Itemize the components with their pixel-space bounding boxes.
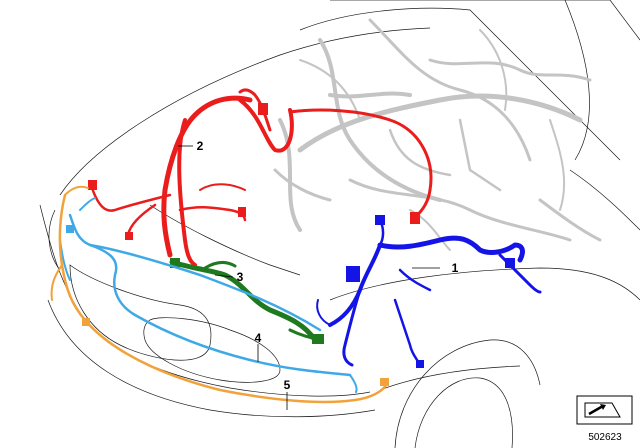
wheel-arch [394, 339, 541, 448]
car-body-outline [39, 0, 640, 448]
lower-side-line [379, 365, 521, 391]
blue-connector-block [346, 266, 360, 282]
a-pillar [564, 0, 590, 161]
rear-deck-line [569, 169, 640, 231]
red-connector-side [238, 207, 246, 217]
orange-connector-lower [82, 318, 90, 326]
orange-connector-right [380, 378, 389, 386]
harness-5-orange [50, 185, 389, 404]
callout-3-leader [214, 274, 234, 278]
hood-outline [59, 27, 431, 196]
blue-connector-top [375, 215, 385, 225]
green-connector-left [170, 258, 180, 268]
red-connector-rear [410, 212, 420, 224]
windshield-outline [299, 7, 621, 161]
wheel [414, 377, 513, 448]
ghost-harness-group [273, 18, 602, 251]
red-connector-lower [125, 232, 133, 240]
harness-4-lightblue [59, 197, 358, 393]
red-connector-top [258, 103, 268, 115]
callout-4: 4 [255, 331, 262, 345]
blue-connector-bottom [416, 360, 424, 368]
front-nose-line [48, 209, 61, 271]
grille-outline-right [143, 317, 281, 383]
grille-outline-left [69, 264, 212, 361]
callout-3: 3 [237, 270, 244, 284]
bumper-line [47, 299, 376, 418]
view-direction-icon [576, 395, 633, 425]
diagram-id: 502623 [588, 432, 622, 443]
blue-connector-right [505, 258, 515, 268]
harness-3-green [169, 258, 324, 344]
lightblue-connector [66, 225, 74, 233]
harness-1-blue [316, 215, 542, 368]
green-connector-right [312, 334, 324, 344]
harness-2-red [88, 88, 433, 267]
callout-1: 1 [452, 261, 459, 275]
roof-line [330, 0, 640, 41]
callout-5: 5 [284, 378, 291, 392]
callouts: 1 2 3 4 5 [178, 139, 459, 410]
side-body-line [329, 267, 640, 301]
fender-line [39, 204, 371, 397]
red-connector-front [88, 180, 97, 190]
callout-2: 2 [197, 139, 204, 153]
